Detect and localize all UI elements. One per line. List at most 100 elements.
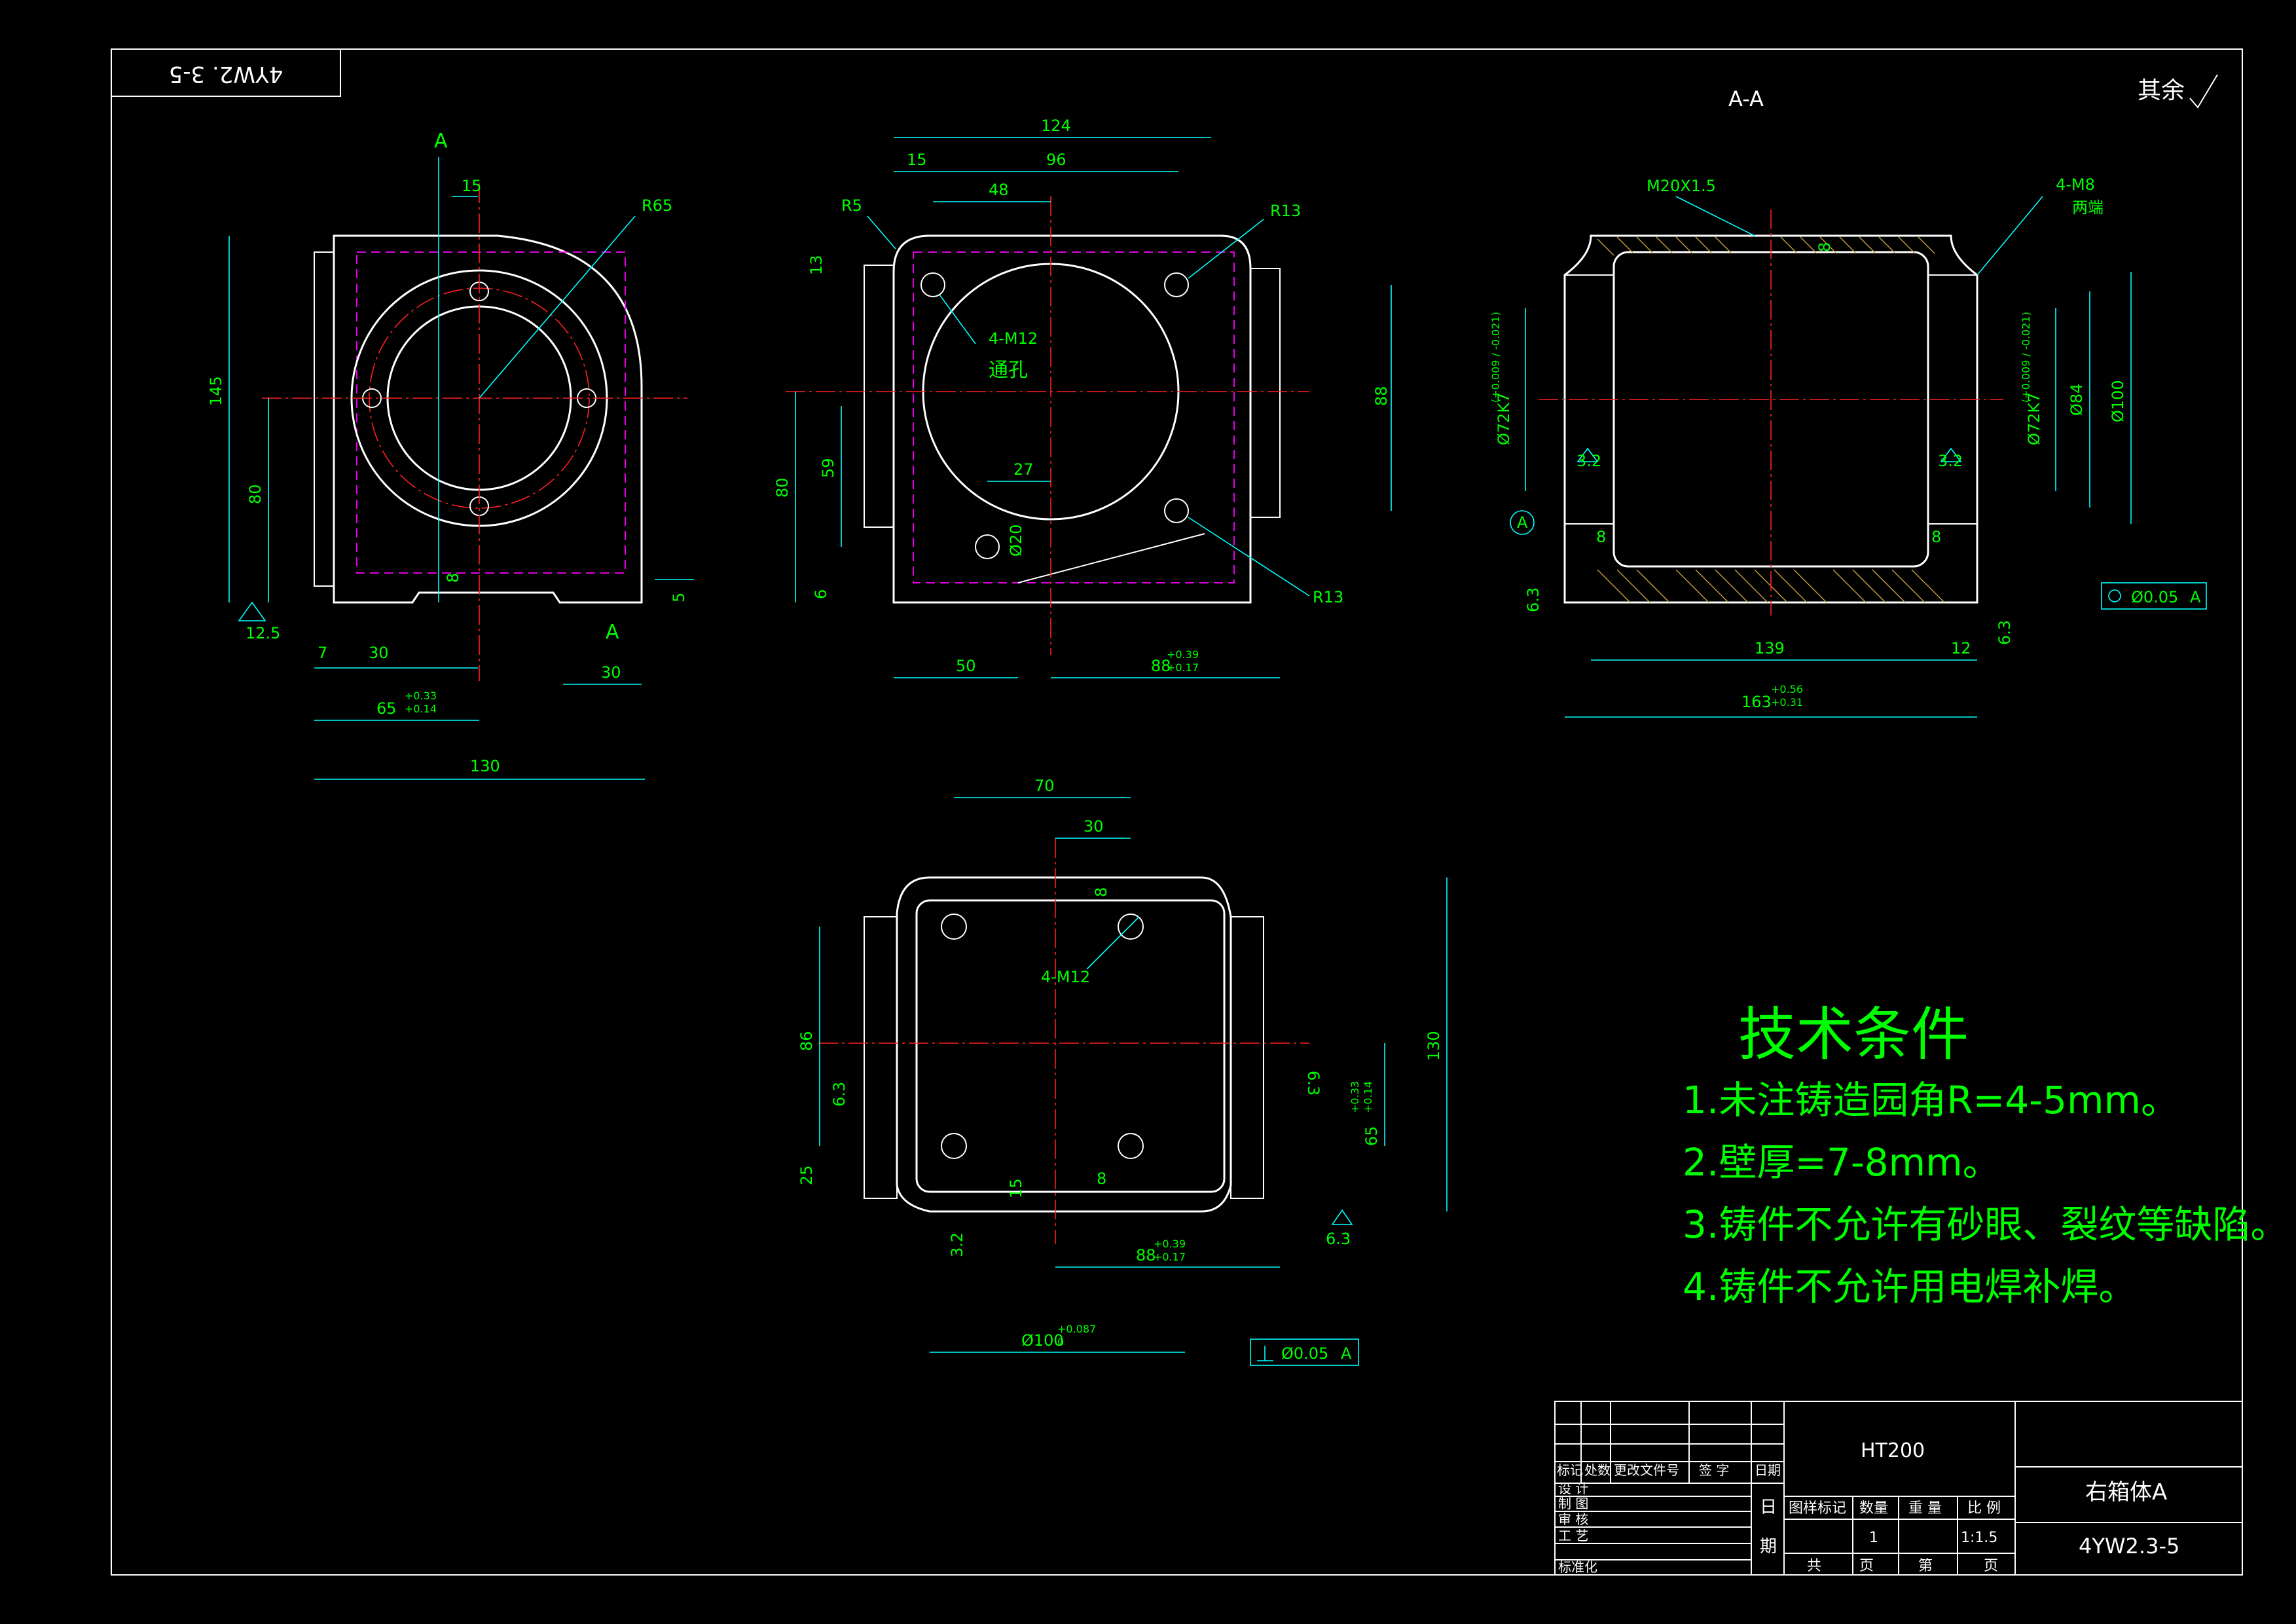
view1-dim-65-tol-lo: +0.14: [405, 703, 437, 715]
view1-dim-65-tol-up: +0.33: [405, 690, 437, 702]
col-weight: 重 量: [1908, 1500, 1942, 1517]
view3-dim-m8: 4-M8: [2056, 175, 2095, 194]
view1-flange: [314, 251, 335, 587]
drawing-code-text: 4YW2. 3-5: [169, 61, 283, 87]
view4-hole-tl: [941, 913, 967, 940]
rev-header-sign: 签 字: [1699, 1462, 1729, 1478]
view3-datum: A: [1517, 513, 1528, 532]
rev-header-mark: 标记: [1557, 1462, 1583, 1478]
technical-requirements: 技术条件 1.未注铸造园角R=4-5mm。 2.壁厚=7-8mm。 3.铸件不允…: [1683, 1001, 2288, 1309]
view3-dim-139: 139: [1755, 639, 1785, 657]
view3-hatch-top: [1597, 236, 1935, 256]
quantity-value: 1: [1869, 1530, 1878, 1546]
tech-line-3: 3.铸件不允许有砂眼、裂纹等缺陷。: [1683, 1202, 2288, 1247]
view3-dim-phi100: Ø100: [2109, 380, 2127, 422]
rev-header-date: 日期: [1755, 1462, 1781, 1478]
view-section-aa: A-A M20X1.5 4-M8 两端 8 Ø72K7 (+0.009 / -0…: [1489, 86, 2207, 718]
view3-dim-163-tol-up: +0.56: [1771, 683, 1803, 695]
view3-dim-163: 163: [1741, 693, 1772, 711]
view3-dim-163-tol-lo: +0.31: [1771, 696, 1803, 709]
view1-dim-5: 5: [670, 593, 688, 602]
view3-dim-8a: 8: [1596, 528, 1606, 546]
view4-roughness-c-icon: [1331, 1209, 1353, 1225]
view3-rough-32a: 3.2: [1576, 452, 1601, 470]
view1-dim-30a: 30: [369, 644, 389, 662]
view2-dim-phi20: Ø20: [1007, 525, 1025, 557]
view1-dim-30b: 30: [601, 663, 621, 682]
view4-rough-32: 3.2: [948, 1232, 966, 1257]
view4-dim-130: 130: [1425, 1031, 1443, 1061]
view4-hole-bl: [941, 1133, 967, 1159]
view2-dim-15: 15: [907, 151, 927, 169]
view2-dim-88: 88: [1151, 657, 1171, 675]
sheet-num: 第: [1918, 1558, 1933, 1574]
role-standard: 标准化: [1558, 1559, 1597, 1575]
view2-dim-88v: 88: [1372, 386, 1391, 406]
view1-dim-r65: R65: [642, 196, 672, 215]
view4-dim-88-tol-up: +0.39: [1154, 1238, 1186, 1250]
view1-roughness: 12.5: [246, 624, 280, 642]
view4-inner: [915, 899, 1226, 1193]
view3-both-ends: 两端: [2072, 198, 2104, 217]
view1-dim-8: 8: [444, 573, 462, 583]
view2-m12-leader: [939, 294, 976, 344]
view4-dim-phi100-tol-lo: 0: [1057, 1336, 1064, 1348]
view2-hidden-contour: [913, 251, 1235, 583]
material: HT200: [1861, 1439, 1925, 1462]
date-label-2: 期: [1760, 1537, 1777, 1557]
view4-outline: [896, 876, 1232, 1213]
drawing-code-box: [111, 48, 341, 97]
view3-dim-phi72a-tol: (+0.009 / -0.021): [1489, 312, 1502, 403]
col-drawing-mark: 图样标记: [1789, 1500, 1846, 1517]
view1-dim-80: 80: [246, 484, 264, 504]
view4-left-boss: [864, 916, 898, 1199]
view4-dim-8-top: 8: [1092, 887, 1110, 897]
view3-rough-32b: 3.2: [1938, 452, 1963, 470]
view4-right-boss: [1230, 916, 1264, 1199]
view2-dim-48: 48: [989, 181, 1009, 199]
view2-dim-m12: 4-M12: [989, 329, 1038, 348]
view2-dim-27: 27: [1013, 460, 1034, 479]
view-middle-top: 124 15 96 48 R5 R13 13 4-M12 通孔 88 80 59…: [773, 117, 1392, 678]
view3-tol-val: Ø0.05: [2131, 588, 2178, 606]
view4-dim-65-tol-up: +0.33: [1349, 1081, 1361, 1113]
view4-dim-m12: 4-M12: [1041, 968, 1090, 986]
view2-hole-bl: [975, 534, 1000, 559]
view4-dim-70: 70: [1034, 777, 1055, 795]
view2-dim-r13b: R13: [1313, 588, 1343, 606]
view4-dim-phi100-tol-up: +0.087: [1057, 1323, 1096, 1335]
view4-dim-88: 88: [1136, 1246, 1156, 1264]
view2-r5-leader: [867, 215, 896, 249]
rev-header-file: 更改文件号: [1614, 1462, 1679, 1478]
view-front-left: A A 15 R65 145 80 8 5 12.5 7 30 30 65 +0…: [207, 130, 694, 780]
roughness-note: 其余: [2138, 77, 2185, 104]
view3-roughness-b-icon: [1940, 447, 1962, 462]
view2-dim-r5: R5: [841, 196, 862, 215]
date-label-1: 日: [1760, 1498, 1777, 1517]
view1-section-mark-bottom: A: [606, 621, 619, 644]
roughness-symbol-icon: [2189, 74, 2218, 109]
view2-rib-line: [1017, 533, 1205, 583]
view4-dim-8b: 8: [1097, 1170, 1106, 1188]
view1-outline: [333, 234, 643, 604]
view4-dim-65-tol-lo: +0.14: [1362, 1081, 1374, 1113]
view1-dim-7: 7: [318, 644, 327, 662]
scale-value: 1:1.5: [1961, 1530, 1997, 1546]
sheet-total: 共: [1807, 1558, 1821, 1574]
view4-rough-63c: 6.3: [1326, 1230, 1351, 1248]
tech-title: 技术条件: [1738, 1001, 1969, 1068]
sheet-unit-1: 页: [1859, 1558, 1874, 1574]
view4-dim-86: 86: [797, 1031, 816, 1051]
view3-roughness-a-icon: [1576, 447, 1599, 462]
role-process: 工 艺: [1558, 1528, 1588, 1543]
rev-header-count: 处数: [1584, 1462, 1611, 1478]
view1-hidden-contour: [356, 251, 626, 574]
view2-hole-tl: [920, 272, 945, 297]
view2-dim-96: 96: [1046, 151, 1066, 169]
view4-hole-br: [1118, 1133, 1144, 1159]
view2-outline: [892, 234, 1252, 604]
view4-dim-phi100: Ø100: [1021, 1331, 1064, 1350]
drawing-number: 4YW2.3-5: [2079, 1534, 2179, 1559]
view3-tolerance-frame: [2101, 582, 2207, 610]
